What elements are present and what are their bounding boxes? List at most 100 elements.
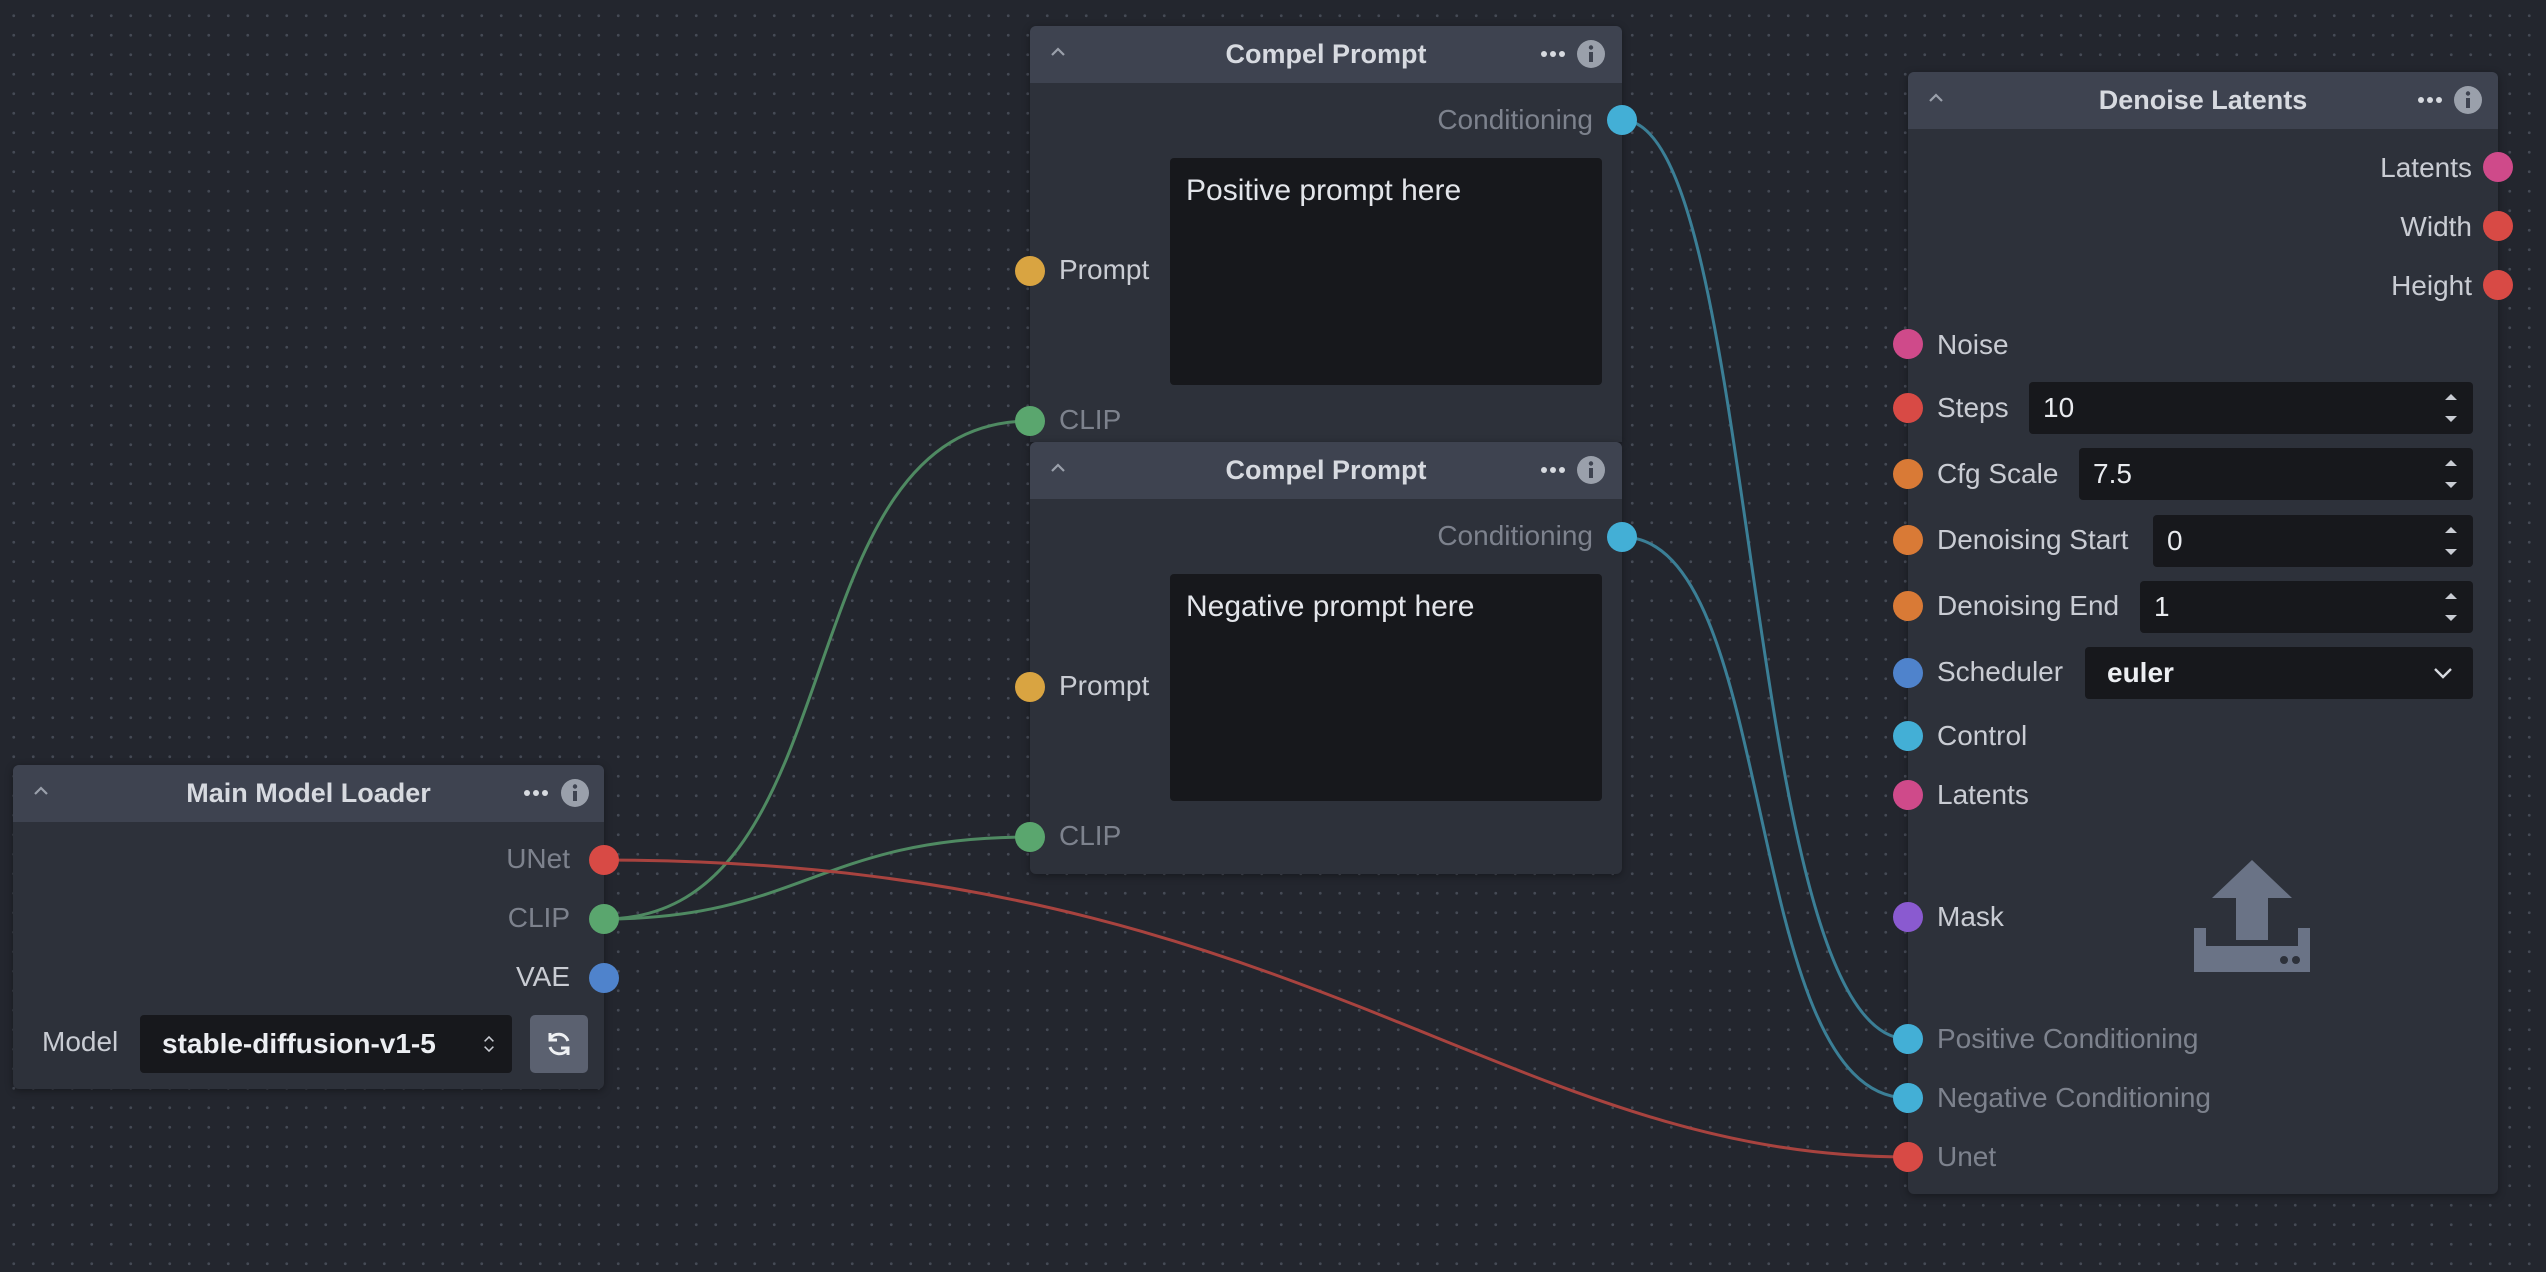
info-icon[interactable] xyxy=(1576,455,1606,485)
output-height-label: Height xyxy=(2391,270,2472,301)
prompt-input-handle[interactable] xyxy=(1015,256,1045,286)
input-noise-label: Noise xyxy=(1937,329,2009,360)
model-select-value: stable-diffusion-v1-5 xyxy=(162,1028,436,1059)
node-title: Compel Prompt xyxy=(1225,39,1427,69)
input-scheduler-label: Scheduler xyxy=(1937,656,2064,687)
denoising-end-value: 1 xyxy=(2154,591,2170,622)
stepper-icon[interactable] xyxy=(2443,589,2459,625)
conditioning-output-handle[interactable] xyxy=(1607,105,1637,135)
scheduler-value: euler xyxy=(2107,657,2174,688)
denoising-end-input-handle[interactable] xyxy=(1893,591,1923,621)
node-title: Main Model Loader xyxy=(186,778,431,808)
input-control-label: Control xyxy=(1937,720,2028,751)
more-icon[interactable] xyxy=(1540,46,1566,62)
input-prompt-label: Prompt xyxy=(1059,670,1150,701)
more-icon[interactable] xyxy=(2417,92,2443,108)
cfg-scale-input[interactable]: 7.5 xyxy=(2079,448,2473,500)
node-header[interactable] xyxy=(1030,26,1622,83)
edge-clip-to-negative xyxy=(603,835,1031,921)
node-header[interactable] xyxy=(1908,72,2498,129)
cfg-scale-value: 7.5 xyxy=(2093,458,2132,489)
steps-value: 10 xyxy=(2043,392,2075,423)
output-latents-label: Latents xyxy=(2380,152,2472,183)
input-clip-label: CLIP xyxy=(1059,820,1122,851)
negative-conditioning-input-handle[interactable] xyxy=(1893,1083,1923,1113)
input-latents-label: Latents xyxy=(1937,779,2029,810)
chevron-up-icon[interactable] xyxy=(29,779,53,803)
denoising-start-input-handle[interactable] xyxy=(1893,525,1923,555)
conditioning-output-handle[interactable] xyxy=(1607,522,1637,552)
node-header[interactable] xyxy=(13,765,604,822)
output-clip-label: CLIP xyxy=(507,902,570,933)
edge-positive-conditioning xyxy=(1621,118,1909,1041)
info-icon[interactable] xyxy=(560,778,590,808)
unet-input-handle[interactable] xyxy=(1893,1142,1923,1172)
latents-input-handle[interactable] xyxy=(1893,780,1923,810)
prompt-textarea[interactable]: Positive prompt here xyxy=(1170,158,1602,385)
more-icon[interactable] xyxy=(1540,462,1566,478)
input-mask-label: Mask xyxy=(1937,901,2004,932)
input-denoising-end-label: Denoising End xyxy=(1937,590,2120,621)
prompt-input-handle[interactable] xyxy=(1015,672,1045,702)
stepper-icon[interactable] xyxy=(2443,390,2459,426)
stepper-icon[interactable] xyxy=(2443,523,2459,559)
upload-icon[interactable] xyxy=(2192,856,2312,976)
output-conditioning-label: Conditioning xyxy=(1437,520,1593,551)
denoising-end-input[interactable]: 1 xyxy=(2140,581,2473,633)
clip-input-handle[interactable] xyxy=(1015,406,1045,436)
node-title: Denoise Latents xyxy=(2098,85,2308,115)
node-header[interactable] xyxy=(1030,442,1622,499)
steps-input-handle[interactable] xyxy=(1893,393,1923,423)
output-conditioning-label: Conditioning xyxy=(1437,104,1593,135)
clip-input-handle[interactable] xyxy=(1015,822,1045,852)
clip-output-handle[interactable] xyxy=(589,904,619,934)
width-output-handle[interactable] xyxy=(2483,211,2513,241)
model-label: Model xyxy=(42,1026,119,1057)
mask-input-handle[interactable] xyxy=(1893,902,1923,932)
input-negative-conditioning-label: Negative Conditioning xyxy=(1937,1082,2211,1113)
scheduler-select[interactable]: euler xyxy=(2085,647,2473,699)
scheduler-input-handle[interactable] xyxy=(1893,658,1923,688)
input-cfg-scale-label: Cfg Scale xyxy=(1937,458,2059,489)
input-steps-label: Steps xyxy=(1937,392,2009,423)
vae-output-handle[interactable] xyxy=(589,963,619,993)
positive-conditioning-input-handle[interactable] xyxy=(1893,1024,1923,1054)
chevron-down-icon xyxy=(2434,668,2452,679)
edge-unet-to-denoise xyxy=(603,858,1909,1159)
denoising-start-input[interactable]: 0 xyxy=(2153,515,2473,567)
edge-clip-to-positive xyxy=(603,419,1031,921)
input-unet-label: Unet xyxy=(1937,1141,1997,1172)
input-denoising-start-label: Denoising Start xyxy=(1937,524,2129,555)
input-positive-conditioning-label: Positive Conditioning xyxy=(1937,1023,2199,1054)
node-title: Compel Prompt xyxy=(1225,455,1427,485)
model-select[interactable]: stable-diffusion-v1-5 xyxy=(140,1015,512,1073)
control-input-handle[interactable] xyxy=(1893,721,1923,751)
chevron-up-icon[interactable] xyxy=(1924,86,1948,110)
main-model-loader-node[interactable]: Main Model Loader UNet CLIP VAE Model st… xyxy=(13,765,604,1089)
prompt-textarea[interactable]: Negative prompt here xyxy=(1170,574,1602,801)
chevron-up-icon[interactable] xyxy=(1046,40,1070,64)
latents-output-handle[interactable] xyxy=(2483,152,2513,182)
denoise-latents-node[interactable]: Denoise Latents Latents Width Height Noi… xyxy=(1908,72,2498,1194)
output-unet-label: UNet xyxy=(506,843,570,874)
info-icon[interactable] xyxy=(1576,39,1606,69)
unet-output-handle[interactable] xyxy=(589,845,619,875)
output-width-label: Width xyxy=(2400,211,2472,242)
output-vae-label: VAE xyxy=(516,961,570,992)
compel-prompt-positive-node[interactable]: Compel Prompt Conditioning Prompt Positi… xyxy=(1030,26,1622,442)
edge-negative-conditioning xyxy=(1621,535,1909,1100)
refresh-icon xyxy=(548,1032,570,1056)
noise-input-handle[interactable] xyxy=(1893,329,1923,359)
cfg-scale-input-handle[interactable] xyxy=(1893,459,1923,489)
steps-input[interactable]: 10 xyxy=(2029,382,2473,434)
refresh-models-button[interactable] xyxy=(530,1015,588,1073)
chevron-up-icon[interactable] xyxy=(1046,456,1070,480)
more-icon[interactable] xyxy=(523,785,549,801)
compel-prompt-negative-node[interactable]: Compel Prompt Conditioning Prompt Negati… xyxy=(1030,442,1622,874)
height-output-handle[interactable] xyxy=(2483,270,2513,300)
input-clip-label: CLIP xyxy=(1059,404,1122,435)
chevron-updown-icon xyxy=(484,1035,494,1053)
input-prompt-label: Prompt xyxy=(1059,254,1150,285)
info-icon[interactable] xyxy=(2453,85,2483,115)
stepper-icon[interactable] xyxy=(2443,456,2459,492)
